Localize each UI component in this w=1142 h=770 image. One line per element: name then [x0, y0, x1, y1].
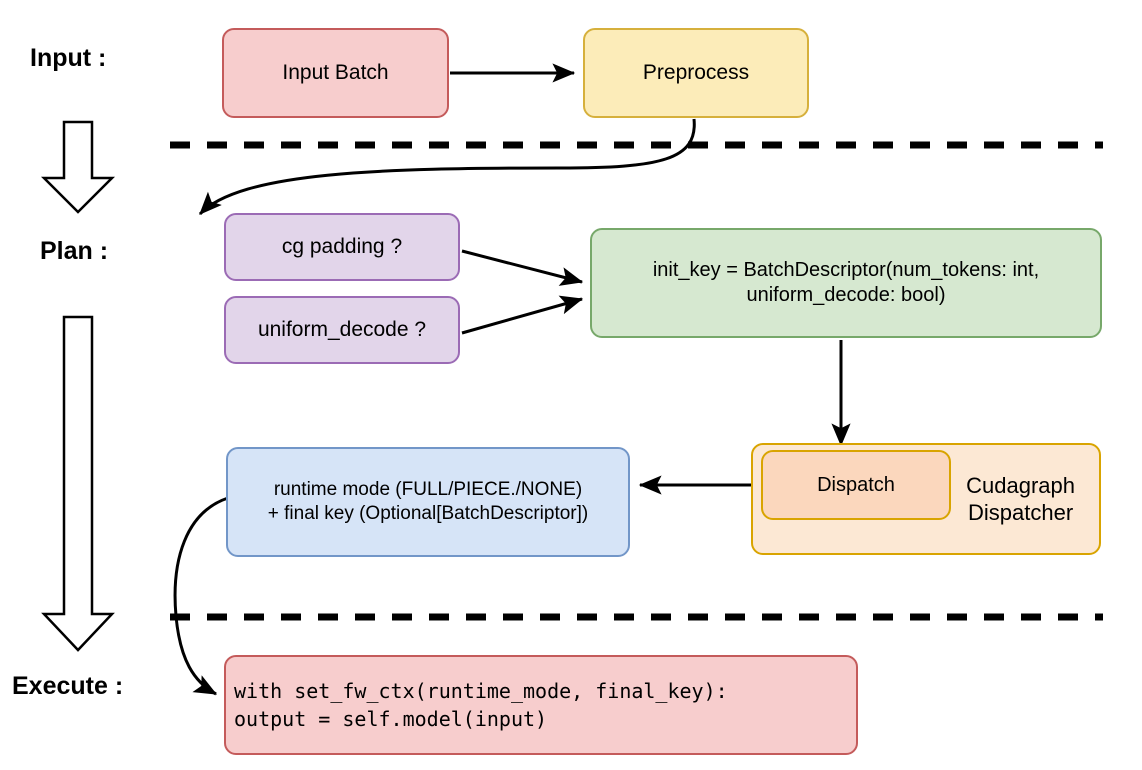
node-dispatch-label: Dispatch	[817, 473, 895, 496]
node-input-batch[interactable]: Input Batch	[222, 28, 449, 118]
input-to-plan-arrow	[40, 120, 116, 214]
node-runtime-mode-label: runtime mode (FULL/PIECE./NONE) + final …	[267, 479, 589, 524]
node-dispatch[interactable]: Dispatch	[761, 450, 951, 520]
plan-to-execute-arrow	[41, 315, 115, 652]
edge-preprocess-to-cg-padding	[198, 118, 696, 216]
node-cudagraph-dispatcher-label: Cudagraph Dispatcher	[966, 472, 1075, 526]
node-preprocess[interactable]: Preprocess	[583, 28, 809, 118]
node-cg-padding[interactable]: cg padding ?	[224, 213, 460, 281]
edge-runtime-mode-to-code	[173, 496, 229, 696]
node-code-block[interactable]: with set_fw_ctx(runtime_mode, final_key)…	[224, 655, 858, 755]
node-input-batch-label: Input Batch	[282, 60, 389, 84]
node-init-key-label: init_key = BatchDescriptor(num_tokens: i…	[652, 259, 1040, 306]
node-init-key[interactable]: init_key = BatchDescriptor(num_tokens: i…	[590, 228, 1102, 338]
node-cg-padding-label: cg padding ?	[281, 234, 403, 258]
node-runtime-mode[interactable]: runtime mode (FULL/PIECE./NONE) + final …	[226, 447, 630, 557]
node-uniform-decode[interactable]: uniform_decode ?	[224, 296, 460, 364]
node-uniform-decode-label: uniform_decode ?	[257, 317, 427, 341]
stage-label-plan: Plan :	[40, 237, 109, 265]
stage-label-input: Input :	[30, 44, 107, 72]
stage-label-execute: Execute :	[12, 672, 124, 700]
node-code-block-label: with set_fw_ctx(runtime_mode, final_key)…	[234, 679, 728, 731]
edge-cg-padding-to-init-key	[461, 249, 584, 286]
node-preprocess-label: Preprocess	[642, 60, 750, 84]
edge-uniform-decode-to-init-key	[461, 295, 584, 335]
